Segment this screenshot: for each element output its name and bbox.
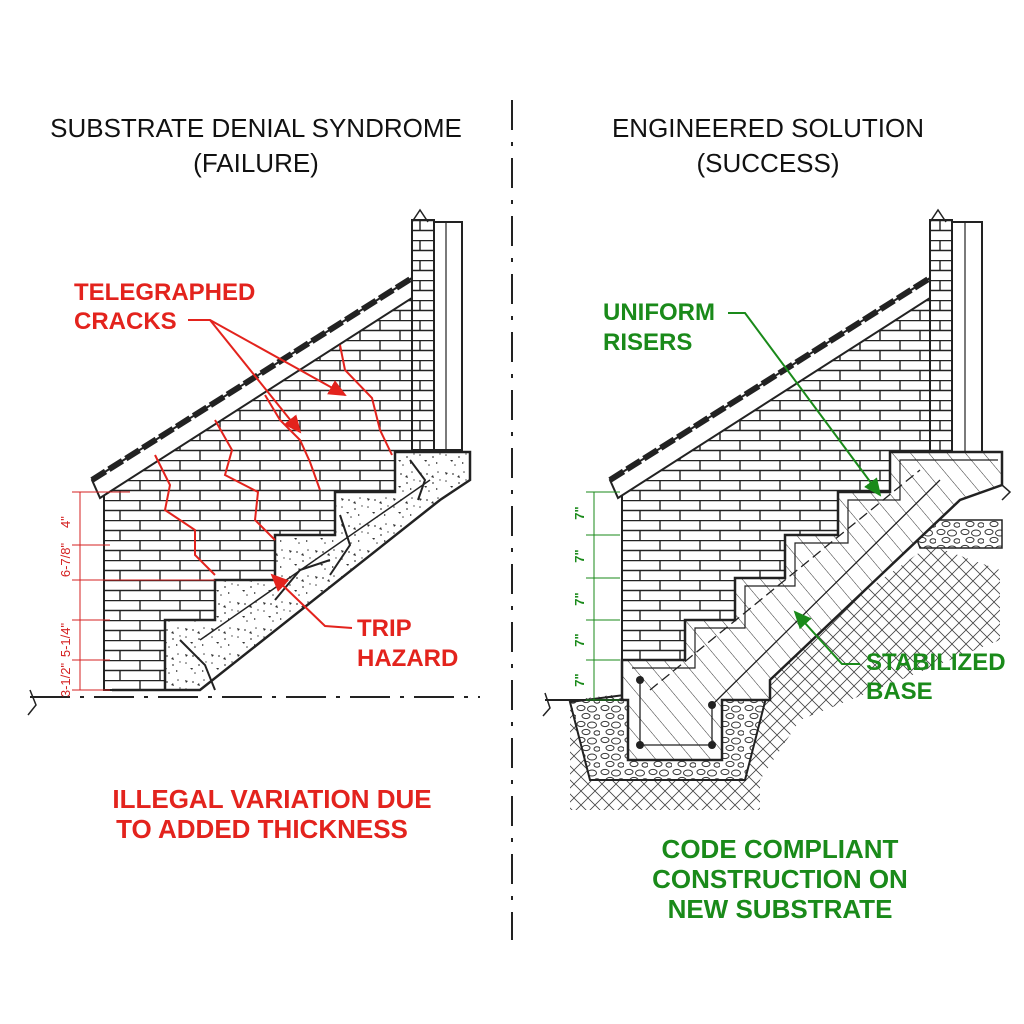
success-dim-2: 7"	[572, 549, 587, 562]
uniform-risers-label-line2: RISERS	[603, 329, 692, 356]
success-title-line2: (SUCCESS)	[696, 148, 839, 178]
failure-dim-1: 4"	[58, 516, 73, 528]
trip-hazard-label-line2: HAZARD	[357, 645, 458, 672]
stabilized-base-label-line2: BASE	[866, 678, 933, 705]
failure-dim-2: 6-7/8"	[58, 542, 73, 577]
success-caption-line1: CODE COMPLIANT	[662, 834, 899, 864]
failure-dimension-ladder	[72, 491, 215, 691]
success-dim-1: 7"	[572, 506, 587, 519]
failure-column	[411, 208, 463, 451]
success-dim-5: 7"	[572, 673, 587, 686]
failure-concrete-treads	[112, 450, 472, 692]
telegraphed-crack-lines	[154, 344, 393, 576]
failure-caption-line1: ILLEGAL VARIATION DUE	[112, 784, 431, 814]
failure-title-line2: (FAILURE)	[193, 148, 319, 178]
success-title-line1: ENGINEERED SOLUTION	[612, 113, 924, 143]
success-caption-line2: CONSTRUCTION ON	[652, 864, 908, 894]
failure-dim-3: 5-1/4"	[58, 622, 73, 657]
failure-caption-line2: TO ADDED THICKNESS	[116, 814, 408, 844]
stabilized-base-label-line1: STABILIZED	[866, 649, 1006, 676]
success-column	[929, 208, 983, 453]
telegraphed-cracks-label-line2: CRACKS	[74, 308, 177, 335]
stabilized-base-leader	[793, 610, 860, 665]
trip-hazard-leader	[270, 573, 353, 629]
uniform-risers-label-line1: UNIFORM	[603, 299, 715, 326]
uniform-risers-leader	[728, 312, 882, 497]
telegraphed-cracks-label-line1: TELEGRAPHED	[74, 279, 255, 306]
failure-dim-4: 3-1/2"	[58, 662, 73, 697]
success-dim-4: 7"	[572, 633, 587, 646]
failure-title-line1: SUBSTRATE DENIAL SYNDROME	[50, 113, 462, 143]
success-dimension-ladder	[586, 491, 620, 701]
success-panel: ENGINEERED SOLUTION (SUCCESS)	[542, 113, 1012, 924]
success-dim-3: 7"	[572, 592, 587, 605]
failure-panel: SUBSTRATE DENIAL SYNDROME (FAILURE)	[27, 113, 480, 844]
success-caption-line3: NEW SUBSTRATE	[668, 894, 893, 924]
trip-hazard-label-line1: TRIP	[357, 615, 412, 642]
